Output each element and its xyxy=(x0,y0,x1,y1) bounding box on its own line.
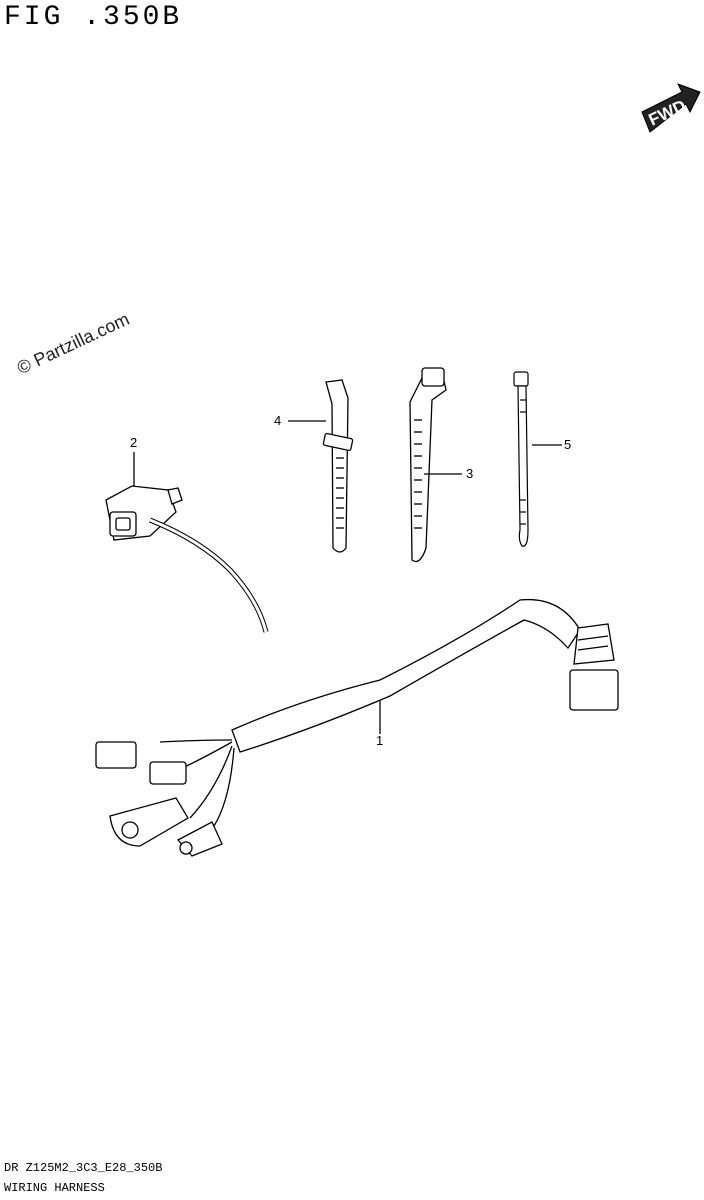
figure-caption: WIRING HARNESS xyxy=(4,1181,105,1195)
fwd-arrow-icon: FWD xyxy=(641,83,701,133)
part-label-1: 1 xyxy=(376,733,384,748)
part-label-4: 4 xyxy=(274,413,282,428)
part-5-drawing xyxy=(513,371,562,547)
figure-title: FIG .350B xyxy=(4,2,183,33)
part-2-drawing xyxy=(105,452,269,633)
part-label-3: 3 xyxy=(466,466,474,481)
part-1-drawing xyxy=(95,598,619,857)
part-3-drawing xyxy=(409,367,462,563)
part-label-2: 2 xyxy=(130,435,138,450)
part-label-5: 5 xyxy=(564,437,572,452)
part-4-drawing xyxy=(288,379,354,553)
model-code: DR Z125M2_3C3_E28_350B xyxy=(4,1161,163,1175)
